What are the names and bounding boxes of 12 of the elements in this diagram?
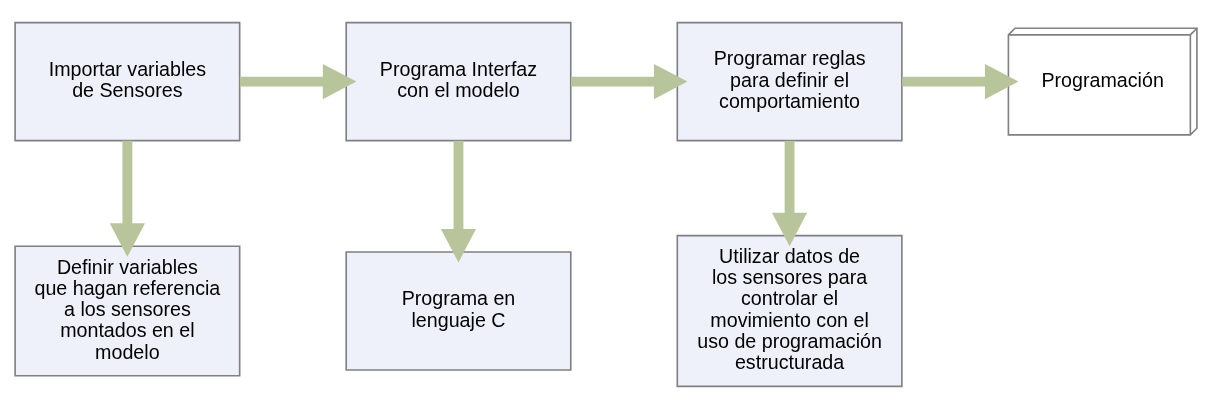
arrow: [109, 140, 145, 257]
arrow: [571, 63, 688, 99]
arrow: [440, 140, 477, 262]
node-box: Programa en lenguaje C: [345, 250, 572, 371]
arrow: [239, 63, 357, 99]
node-box: Definir variables que hagan referencia a los sensores montados en el modelo: [14, 245, 241, 377]
node-box: Programa Interfaz con el modelo: [345, 21, 572, 141]
node-box: Programar reglas para definir el comportamiento: [676, 21, 903, 141]
arrow: [772, 140, 808, 246]
arrow: [902, 63, 1019, 99]
node-box: Utilizar datos de los sensores para controlar el movimiento con el uso de programación estructurada: [676, 234, 903, 387]
node-box: Importar variables de Sensores: [14, 21, 241, 141]
